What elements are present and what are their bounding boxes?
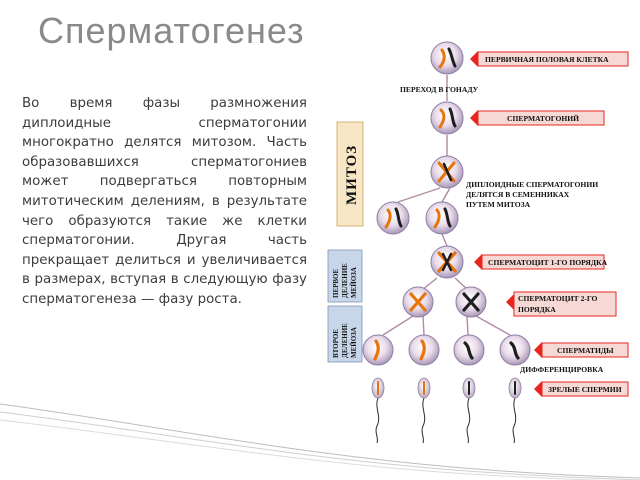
cell-spermatogonium-daughter-left: [376, 201, 410, 235]
meiosis2-bar-label-line3: МЕЙОЗА: [350, 327, 358, 358]
mature-sperm-4: [508, 377, 522, 444]
cell-spermatogonium-daughter-right: [425, 201, 459, 235]
spermatogenesis-diagram: МИТОЗ ПЕРВОЕ ДЕЛЕНИЕ МЕЙОЗА ВТОРОЕ ДЕЛЕН…: [327, 41, 629, 444]
label-spermatocyte-2nd-order-line2: ПОРЯДКА: [518, 305, 556, 314]
cell-primary-germ-cell: [430, 41, 464, 75]
label-spermatocyte-1st-order: СПЕРМАТОЦИТ 1-ГО ПОРЯДКА: [488, 258, 608, 267]
label-arrows: [470, 51, 629, 397]
cell-spermatid-2: [408, 334, 440, 366]
mitosis-bar-label: МИТОЗ: [344, 145, 360, 205]
label-primary-germ-cell: ПЕРВИЧНАЯ ПОЛОВАЯ КЛЕТКА: [485, 55, 609, 64]
cell-spermatocyte-2nd-order-left: [402, 286, 434, 318]
label-spermatocyte-2nd-order-line1: СПЕРМАТОЦИТ 2-ГО: [518, 294, 598, 303]
label-spermatogonium: СПЕРМАТОГОНИЙ: [507, 114, 579, 123]
meiosis2-bar: [327, 305, 363, 363]
mitosis-bar: [336, 121, 364, 227]
mature-sperm-1: [371, 377, 385, 444]
cell-spermatocyte-2nd-order-right: [455, 286, 487, 318]
cell-spermatid-3: [453, 334, 485, 366]
meiosis2-bar-label-line2: ДЕЛЕНИЕ: [341, 323, 349, 358]
cell-spermatocyte-1st-order: [430, 245, 464, 279]
label-diploid-line3: ПУТЕМ МИТОЗА: [466, 200, 531, 209]
mature-sperm-2: [417, 377, 431, 444]
cell-diploid-spermatogonium: [430, 155, 464, 189]
label-diploid-line1: ДИПЛОИДНЫЕ СПЕРМАТОГОНИИ: [466, 180, 598, 189]
mature-sperm-3: [462, 377, 476, 444]
label-mature-sperm: ЗРЕЛЫЕ СПЕРМИИ: [548, 385, 622, 394]
meiosis2-bar-label-line1: ВТОРОЕ: [332, 329, 340, 358]
meiosis1-bar-label-line2: ДЕЛЕНИЕ: [341, 263, 349, 298]
cell-spermatid-1: [362, 334, 394, 366]
cell-spermatid-4: [499, 334, 531, 366]
label-diploid-line2: ДЕЛЯТСЯ В СЕМЕННИКАХ: [466, 190, 570, 199]
meiosis1-bar-label-line3: МЕЙОЗА: [350, 267, 358, 298]
meiosis1-bar: [327, 249, 363, 303]
label-differentiation: ДИФФЕРЕНЦИРОВКА: [520, 365, 604, 374]
slide-body-text: Во время фазы размножения диплоидные спе…: [22, 96, 307, 307]
meiosis1-bar-label-line1: ПЕРВОЕ: [332, 268, 340, 298]
label-transition-to-gonad: ПЕРЕХОД В ГОНАДУ: [400, 85, 479, 94]
footer-wave-decoration: [0, 403, 640, 480]
label-spermatids: СПЕРМАТИДЫ: [557, 346, 614, 355]
slide-title: Сперматогенез: [38, 10, 305, 51]
cell-spermatogonium: [430, 101, 464, 135]
